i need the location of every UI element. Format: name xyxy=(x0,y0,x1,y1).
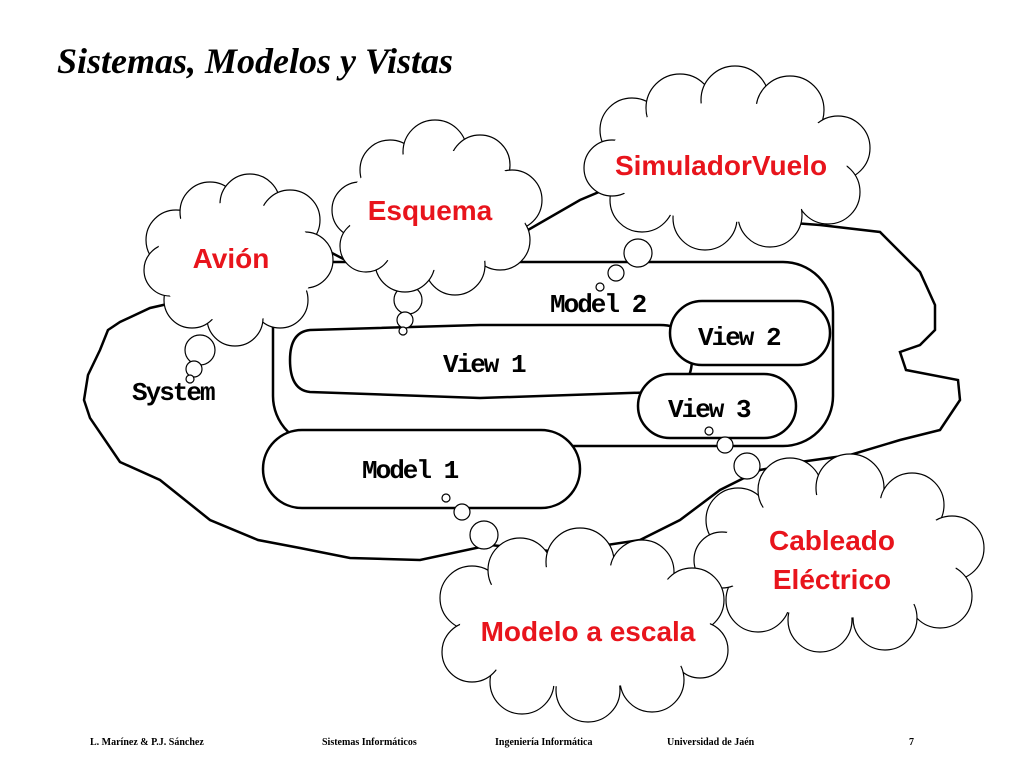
cloud-escala xyxy=(439,527,729,723)
view-2-label: View 2 xyxy=(698,323,781,353)
footer-authors: L. Marínez & P.J. Sánchez xyxy=(90,737,204,748)
footer-page-number: 7 xyxy=(909,737,914,748)
slide-title: Sistemas, Modelos y Vistas xyxy=(57,41,454,81)
model-2-label: Model 2 xyxy=(550,290,647,320)
connector-bubbles-simulador xyxy=(595,238,653,292)
cloud-simulador xyxy=(583,65,871,251)
cloud-cableado-label-line-1: Cableado xyxy=(769,525,895,556)
view-3-boundary xyxy=(636,372,798,440)
view-3-label: View 3 xyxy=(668,395,751,425)
cloud-avion-label: Avión xyxy=(193,243,270,274)
connector-bubbles-avion xyxy=(184,334,216,384)
cloud-cableado-label-line-2: Eléctrico xyxy=(773,564,891,595)
system-label: System xyxy=(132,378,215,408)
view-1-label: View 1 xyxy=(443,350,526,380)
cloud-cableado xyxy=(693,453,985,653)
cloud-avion xyxy=(143,173,334,347)
footer-degree: Ingeniería Informática xyxy=(495,737,593,748)
connector-bubbles-cableado xyxy=(704,426,761,480)
cloud-esquema xyxy=(331,119,543,296)
footer: L. Marínez & P.J. Sánchez Sistemas Infor… xyxy=(0,737,1024,753)
model-1-boundary xyxy=(261,428,582,510)
footer-university: Universidad de Jaén xyxy=(667,737,755,748)
cloud-esquema-label: Esquema xyxy=(368,195,493,226)
model-1-label: Model 1 xyxy=(362,456,459,486)
cloud-simulador-label: SimuladorVuelo xyxy=(615,150,827,181)
footer-course: Sistemas Informáticos xyxy=(322,737,417,748)
view-2-boundary xyxy=(668,299,832,367)
connector-bubbles-esquema xyxy=(393,285,423,336)
cloud-escala-label: Modelo a escala xyxy=(481,616,696,647)
connector-bubbles-escala xyxy=(441,493,499,550)
